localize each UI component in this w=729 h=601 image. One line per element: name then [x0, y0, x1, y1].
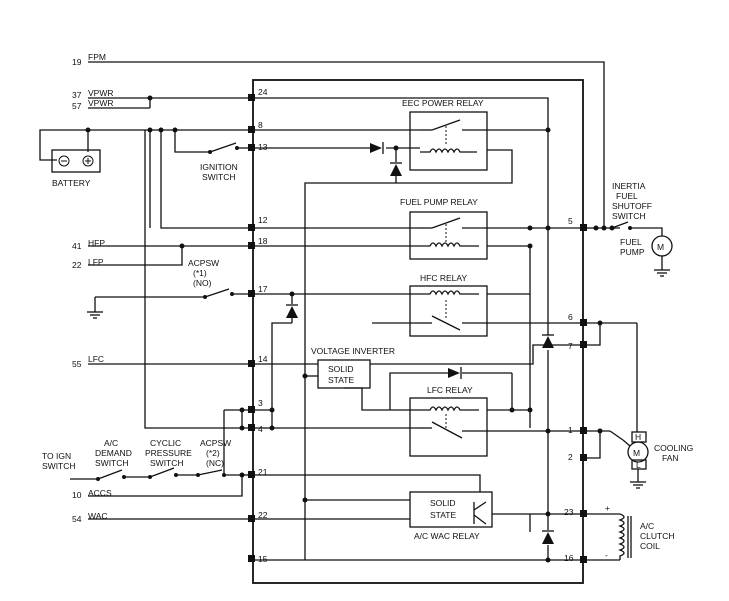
inverter-state: STATE	[328, 375, 354, 385]
ac-demand-label-3: SWITCH	[95, 458, 129, 468]
acpsw1-label-3: (NO)	[193, 278, 212, 288]
pin-15: 15	[258, 554, 268, 564]
hfp-num: 41	[72, 241, 82, 251]
acpsw1-label-2: (*1)	[193, 268, 207, 278]
pin-13: 13	[258, 142, 268, 152]
acpsw2-label-2: (*2)	[206, 448, 220, 458]
hfc-relay-label: HFC RELAY	[420, 273, 467, 283]
clutch-label-3: COIL	[640, 541, 660, 551]
vpwr2-num: 57	[72, 101, 82, 111]
hfp-label: HFP	[88, 238, 105, 248]
lfc-label: LFC	[88, 354, 104, 364]
cyclic-label-1: CYCLIC	[150, 438, 181, 448]
to-ign-label-2: SWITCH	[42, 461, 76, 471]
right-wires: M H M L + -	[587, 221, 673, 561]
fuel-pump-motor: M	[657, 242, 664, 252]
ac-demand-label-2: DEMAND	[95, 448, 132, 458]
lfp-label: LFP	[88, 257, 104, 267]
clutch-plus: +	[605, 503, 610, 513]
wac-relay-label: A/C WAC RELAY	[414, 531, 480, 541]
wac-state: STATE	[430, 510, 456, 520]
pin-4: 4	[258, 424, 263, 434]
fuel-pump-label-1: FUEL	[620, 237, 642, 247]
vpwr1-num: 37	[72, 90, 82, 100]
fan-l: L	[636, 460, 641, 470]
clutch-label-2: CLUTCH	[640, 531, 674, 541]
fan-motor: M	[633, 448, 640, 458]
switch-labels: BATTERY IGNITION SWITCH ACPSW (*1) (NO) …	[42, 162, 238, 471]
right-pins: 5 6 7 1 2 23 16	[564, 216, 587, 563]
battery-symbol	[51, 149, 101, 173]
pin-8: 8	[258, 120, 263, 130]
eec-power-relay: EEC POWER RELAY	[402, 98, 488, 171]
fuel-relay-label: FUEL PUMP RELAY	[400, 197, 478, 207]
clutch-minus: -	[605, 550, 608, 560]
acpsw1-label-1: ACPSW	[188, 258, 219, 268]
vpwr1-label: VPWR	[88, 88, 114, 98]
pin-22: 22	[258, 510, 268, 520]
inertia-label-1: INERTIA	[612, 181, 646, 191]
lfc-num: 55	[72, 359, 82, 369]
fan-h: H	[635, 432, 641, 442]
cyclic-label-2: PRESSURE	[145, 448, 192, 458]
inertia-label-4: SWITCH	[612, 211, 646, 221]
pin-21: 21	[258, 467, 268, 477]
eec-relay-label: EEC POWER RELAY	[402, 98, 484, 108]
fuel-pump-label-2: PUMP	[620, 247, 645, 257]
pin-16: 16	[564, 553, 574, 563]
voltage-inverter: SOLID STATE VOLTAGE INVERTER	[311, 346, 395, 389]
right-labels: INERTIA FUEL SHUTOFF SWITCH FUEL PUMP CO…	[612, 181, 693, 551]
wac-relay: SOLID STATE A/C WAC RELAY	[409, 491, 493, 541]
pin-2: 2	[568, 452, 573, 462]
pin-18: 18	[258, 236, 268, 246]
ignition-label-2: SWITCH	[202, 172, 236, 182]
pin-6: 6	[568, 312, 573, 322]
hfc-relay: HFC RELAY	[409, 273, 488, 337]
acpsw2-label-1: ACPSW	[200, 438, 231, 448]
voltage-inverter-label: VOLTAGE INVERTER	[311, 346, 395, 356]
cooling-fan-label-1: COOLING	[654, 443, 693, 453]
lfc-relay: LFC RELAY	[409, 385, 488, 457]
to-ign-label-1: TO IGN	[42, 451, 71, 461]
battery-label: BATTERY	[52, 178, 91, 188]
inertia-label-3: SHUTOFF	[612, 201, 652, 211]
diodes	[286, 142, 554, 544]
inverter-solid: SOLID	[328, 364, 354, 374]
ignition-label-1: IGNITION	[200, 162, 238, 172]
inertia-label-2: FUEL	[616, 191, 638, 201]
fpm-label: FPM	[88, 52, 106, 62]
clutch-label-1: A/C	[640, 521, 654, 531]
pin-24: 24	[258, 87, 268, 97]
pin-3: 3	[258, 398, 263, 408]
internal-wires	[255, 97, 587, 563]
pin-12: 12	[258, 215, 268, 225]
accs-label: ACCS	[88, 488, 112, 498]
pin-1: 1	[568, 425, 573, 435]
left-pins: 24 8 13 12 18 17 14 3 4 21 22 15	[248, 87, 268, 564]
wac-num: 54	[72, 514, 82, 524]
ac-demand-label-1: A/C	[104, 438, 118, 448]
vpwr2-label: VPWR	[88, 98, 114, 108]
module-outline	[252, 79, 584, 584]
fpm-num: 19	[72, 57, 82, 67]
left-harness-labels: 19 FPM 37 VPWR 57 VPWR 41 HFP 22 LFP 55 …	[72, 52, 114, 524]
pin-17: 17	[258, 284, 268, 294]
pin-14: 14	[258, 354, 268, 364]
left-wires	[39, 61, 605, 520]
wac-solid: SOLID	[430, 498, 456, 508]
pin-23: 23	[564, 507, 574, 517]
pin-7: 7	[568, 341, 573, 351]
acpsw2-label-3: (NC)	[206, 458, 224, 468]
pin-5: 5	[568, 216, 573, 226]
lfp-num: 22	[72, 260, 82, 270]
cooling-fan-label-2: FAN	[662, 453, 679, 463]
lfc-relay-label: LFC RELAY	[427, 385, 473, 395]
fuel-pump-relay: FUEL PUMP RELAY	[400, 197, 488, 260]
accs-num: 10	[72, 490, 82, 500]
cyclic-label-3: SWITCH	[150, 458, 184, 468]
wac-label: WAC	[88, 511, 108, 521]
